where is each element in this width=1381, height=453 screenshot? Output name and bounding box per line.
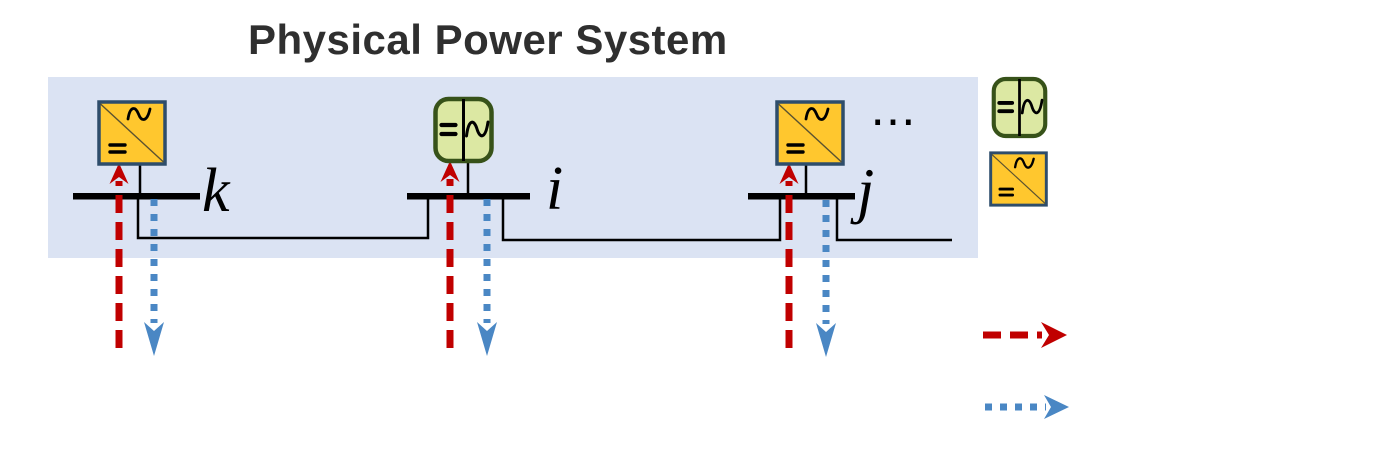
bus-bar-i xyxy=(407,193,530,200)
legend-blue-dotted-arrow xyxy=(985,395,1069,419)
blue-dotted-down-arrow-bus-j xyxy=(816,200,836,357)
transmission-line-k-i xyxy=(136,196,430,240)
bus-label-j: j xyxy=(857,157,875,225)
bus-bar-j xyxy=(748,193,855,200)
gfm-inverter-icon-bus-i xyxy=(430,96,497,164)
red-dashed-up-arrow-bus-k xyxy=(109,163,129,348)
transmission-line-i-j xyxy=(501,197,782,242)
bus-label-i: i xyxy=(546,155,564,223)
legend-grid-following-inverter-icon xyxy=(989,151,1048,207)
legend-grid-forming-inverter-icon xyxy=(991,76,1048,139)
page-title: Physical Power System xyxy=(248,16,728,63)
red-dashed-up-arrow-bus-j xyxy=(779,163,799,348)
transmission-line-j-continuation xyxy=(835,197,952,242)
bus-bar-k xyxy=(73,193,200,200)
red-dashed-up-arrow-bus-i xyxy=(440,161,460,348)
bus-label-k: k xyxy=(202,157,230,225)
blue-dotted-down-arrow-bus-i xyxy=(477,199,497,356)
more-buses-ellipsis: ⋯ xyxy=(870,95,920,147)
blue-dotted-down-arrow-bus-k xyxy=(144,199,164,356)
gfl-inverter-icon-bus-k xyxy=(97,100,167,166)
legend-red-dashed-arrow xyxy=(983,322,1067,348)
gfl-inverter-icon-bus-j xyxy=(775,100,845,166)
